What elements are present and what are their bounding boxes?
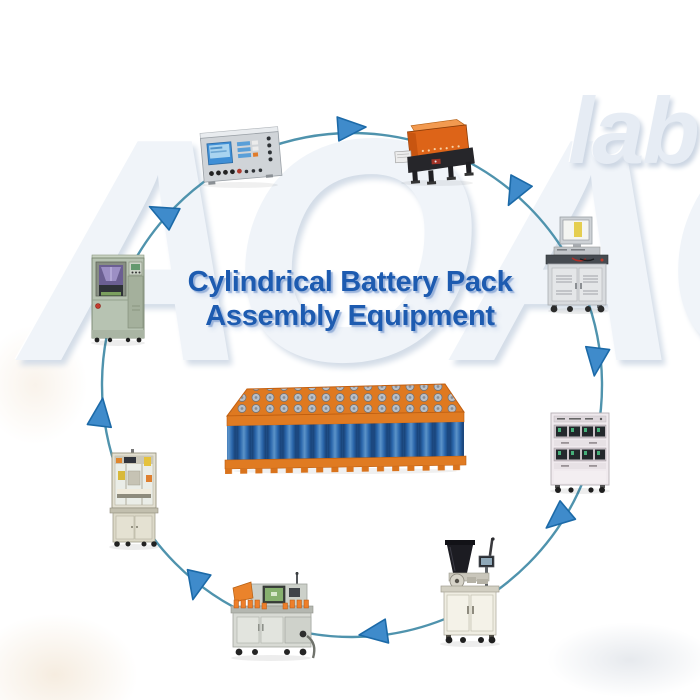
flow-arrow-right (584, 345, 611, 377)
welding-chamber-machine-icon (91, 254, 145, 346)
station-enclosed-assembly-machine (106, 449, 162, 551)
cylindrical-battery-pack-image (224, 383, 467, 474)
hopper-feeder-machine-icon (440, 537, 500, 647)
diagram-title-line2: Assembly Equipment (205, 299, 495, 332)
flow-arrow-left (86, 397, 113, 429)
station-benchtop-battery-tester (196, 125, 284, 189)
flow-arrow-lower-left (186, 568, 212, 601)
conveyor-processing-machine-icon (230, 572, 316, 661)
station-welding-chamber-machine (87, 250, 149, 347)
flow-arrow-upper-left (148, 205, 181, 231)
flow-arrow-upper-right (507, 174, 533, 207)
brand-watermark-lab: lab (568, 78, 700, 183)
station-charge-discharge-rack (547, 411, 613, 495)
cylindrical-battery-pack (221, 381, 467, 475)
benchtop-battery-tester-icon (199, 126, 283, 188)
station-monitor-test-workstation (544, 215, 612, 315)
station-hopper-feeder-machine (437, 536, 503, 648)
charge-discharge-rack-cabinet-icon (550, 412, 610, 494)
diagram-title-line1: Cylindrical Battery Pack (187, 266, 513, 298)
station-shrink-film-tunnel (393, 119, 479, 187)
shrink-film-tunnel-machine-icon (394, 119, 475, 186)
flow-arrow-top (336, 116, 367, 142)
station-conveyor-processing-machine (225, 572, 319, 662)
enclosed-assembly-machine-icon (109, 449, 159, 550)
flow-arrow-bottom (358, 618, 390, 644)
monitor-test-workstation-icon (545, 216, 609, 314)
flow-arrow-lower-right (545, 500, 577, 529)
diagram-title: Cylindrical Battery Pack Assembly Equipm… (0, 266, 700, 333)
